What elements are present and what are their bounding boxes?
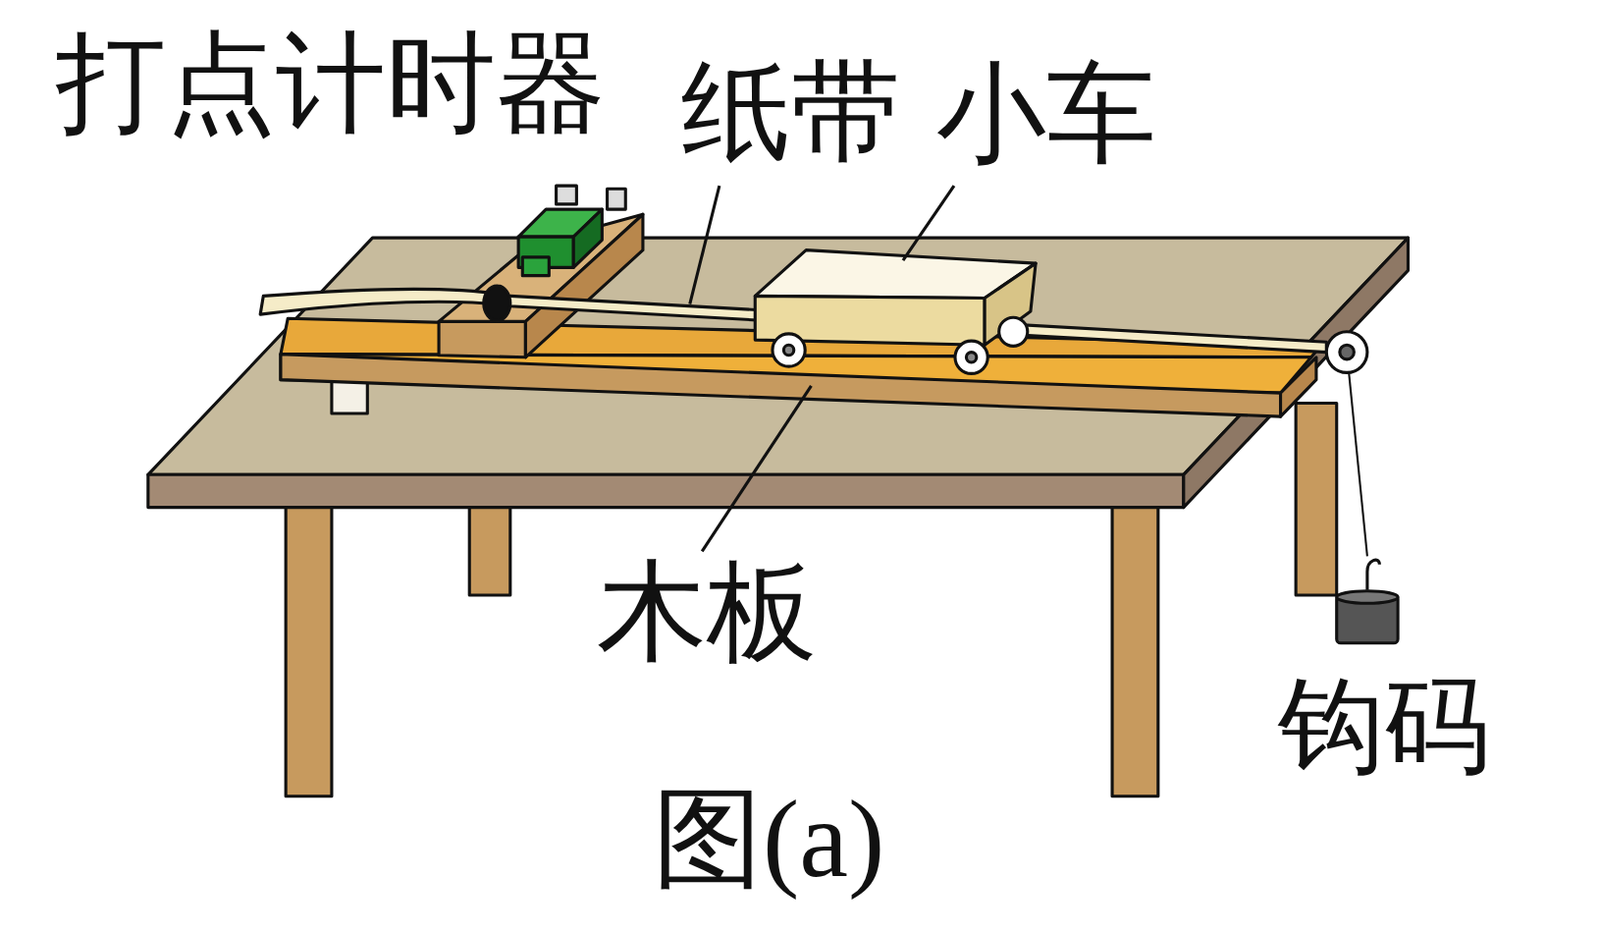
table-leg	[469, 499, 511, 595]
figure-caption: 图(a)	[652, 783, 885, 894]
leader-line	[690, 185, 720, 305]
hook	[1367, 559, 1380, 590]
tape-clip	[483, 285, 511, 320]
table-leg	[1112, 507, 1159, 797]
string	[1346, 352, 1368, 557]
leader-line	[903, 185, 955, 261]
table-leg	[1295, 403, 1337, 595]
terminal	[556, 185, 578, 205]
part-label: 纸带	[681, 56, 902, 167]
wheel	[955, 340, 988, 374]
part-label: 小车	[936, 58, 1157, 169]
wheel	[772, 333, 805, 367]
part-label: 钩码	[1278, 673, 1491, 780]
board-face	[1280, 357, 1317, 417]
table-leg	[285, 507, 332, 797]
part-label: 木板	[596, 556, 817, 667]
table-edge	[148, 474, 1184, 507]
leader-line	[701, 385, 811, 551]
terminal	[607, 188, 627, 210]
wheel	[999, 317, 1028, 346]
pulley	[1326, 331, 1368, 374]
timer	[573, 209, 602, 267]
timer	[522, 257, 549, 276]
timer-base	[438, 320, 526, 357]
part-label: 打点计时器	[55, 28, 606, 139]
